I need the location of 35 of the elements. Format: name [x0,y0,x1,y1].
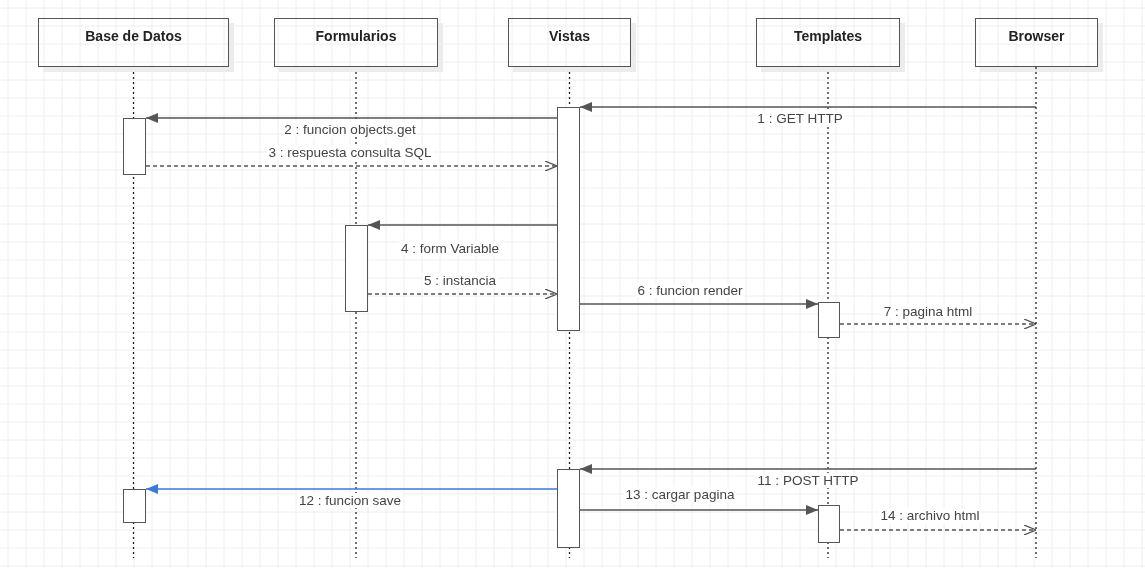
message-label: 1 : GET HTTP [755,111,845,126]
lifeline [1034,67,1038,558]
message-arrow [579,102,1037,112]
message-label: 3 : respuesta consulta SQL [266,145,434,160]
lifeline-title: Formularios [315,28,397,44]
lifeline-title: Browser [1008,28,1065,44]
activation-bar [818,302,840,338]
message-label: 13 : cargar pagina [623,487,737,502]
message-label: 2 : funcion objects.get [282,122,418,137]
message-arrow [579,464,1037,474]
activation-bar [818,505,840,543]
message-label: 11 : POST HTTP [755,473,861,488]
message-label: 4 : form Variable [399,241,501,256]
activation-bar [557,107,580,331]
message-label: 5 : instancia [422,273,498,288]
message-arrow [839,524,1037,536]
message-arrow [145,113,558,123]
lifeline-title: Base de Datos [85,28,182,44]
message-label: 14 : archivo html [878,508,982,523]
lifeline-title: Templates [793,28,863,44]
message-label: 12 : funcion save [296,493,404,508]
lifeline-title: Vistas [549,28,590,44]
message-arrow [145,484,558,494]
message-label: 7 : pagina html [881,304,975,319]
activation-bar [123,489,146,523]
message-label: 6 : funcion render [635,283,745,298]
activation-bar [557,469,580,548]
message-arrow [839,318,1037,330]
activation-bar [345,225,368,312]
activation-bar [123,118,146,175]
message-arrow [367,288,558,300]
message-arrow [579,299,819,309]
message-arrow [145,160,558,172]
message-arrow [579,505,819,515]
message-arrow [367,220,558,230]
